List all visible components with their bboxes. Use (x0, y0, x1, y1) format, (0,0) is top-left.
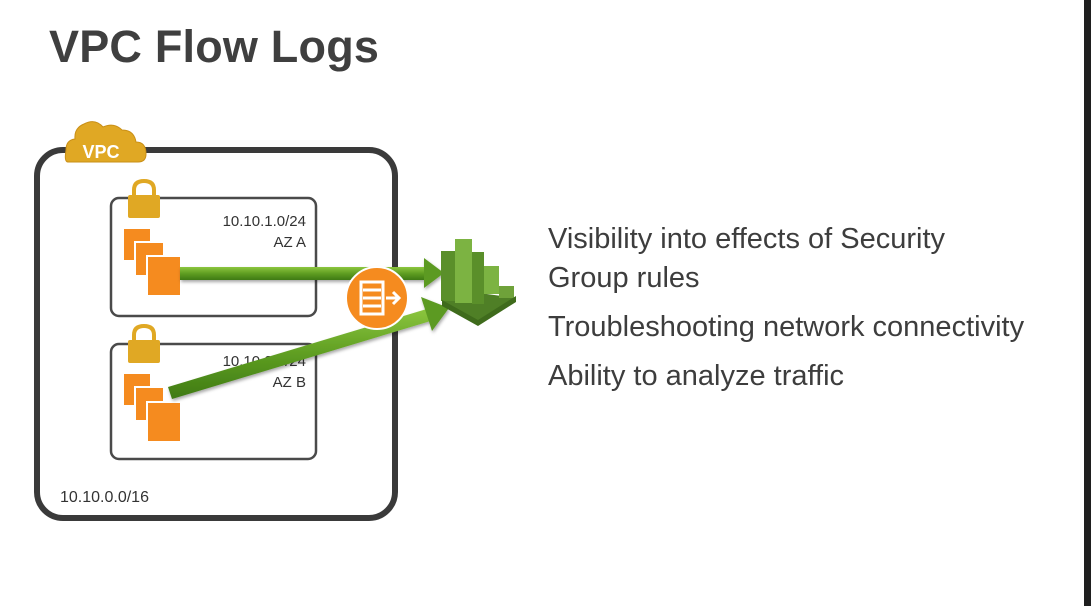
slide-title: VPC Flow Logs (49, 21, 380, 72)
flow-logs-icon (345, 266, 409, 330)
ec2-instances-icon (122, 372, 182, 443)
bullet-item: Ability to analyze traffic (548, 360, 845, 392)
bullet-list: Visibility into effects of Security Grou… (548, 220, 1028, 406)
cloud-icon (64, 121, 147, 163)
vpc-cloud-badge: VPC (64, 121, 147, 163)
subnet-b-az: AZ B (273, 374, 306, 391)
bullet-item: Troubleshooting network connectivity (548, 311, 1025, 343)
bullet-item: Visibility into effects of Security Grou… (548, 223, 946, 294)
vpc-cidr-label: 10.10.0.0/16 (60, 489, 149, 506)
slide-right-edge (1084, 0, 1091, 606)
subnet-a-az: AZ A (273, 234, 306, 251)
vpc-badge-label: VPC (82, 142, 119, 162)
lock-icon (128, 323, 160, 363)
cloudwatch-icon (441, 239, 516, 326)
lock-icon (128, 178, 160, 218)
subnet-a-cidr: 10.10.1.0/24 (223, 213, 306, 230)
